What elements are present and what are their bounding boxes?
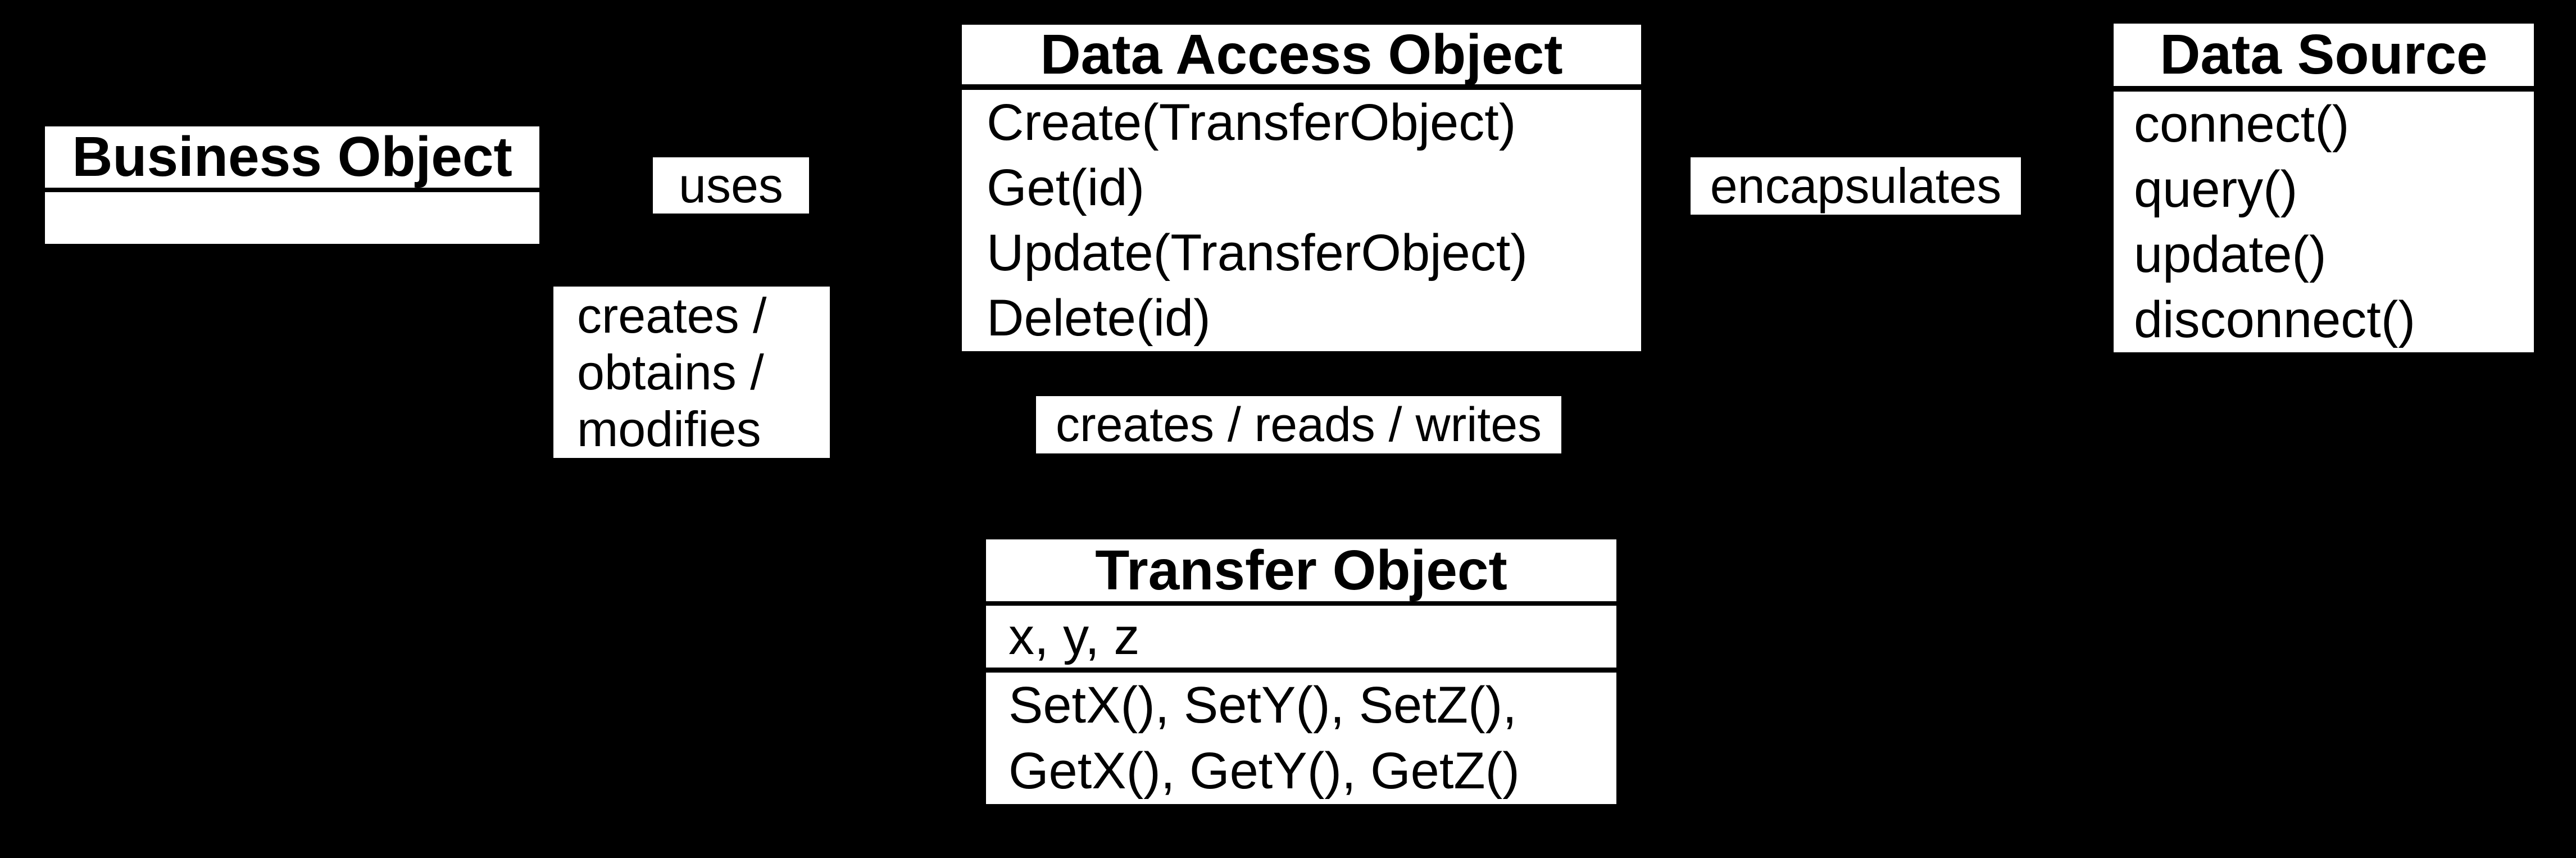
class-methods-compartment: Create(TransferObject) Get(id) Update(Tr…	[962, 90, 1641, 351]
compartment-divider	[2114, 86, 2534, 92]
compartment-divider	[986, 601, 1616, 606]
method-item: Delete(id)	[987, 289, 1211, 347]
class-empty-compartment	[45, 192, 539, 244]
relationship-label-creates-reads-writes: creates / reads / writes	[1036, 396, 1561, 453]
relationship-label-line: creates /	[577, 288, 767, 343]
method-item: connect()	[2134, 96, 2350, 153]
relationship-label-line: obtains /	[577, 344, 764, 400]
method-item: query()	[2134, 161, 2298, 218]
class-title-data-source: Data Source	[2114, 24, 2534, 86]
relationship-label-creates-obtains-modifies: creates / obtains / modifies	[553, 287, 830, 458]
method-item: update()	[2134, 226, 2327, 283]
compartment-divider	[986, 668, 1616, 673]
method-item: GetX(), GetY(), GetZ()	[1008, 742, 1520, 800]
method-item: Create(TransferObject)	[987, 94, 1516, 151]
class-box-transfer-object: Transfer Object x, y, z SetX(), SetY(), …	[986, 539, 1616, 804]
relationship-label-line: modifies	[577, 401, 761, 457]
class-attributes-compartment: x, y, z	[986, 606, 1616, 668]
method-item: Get(id)	[987, 159, 1145, 216]
method-item: Update(TransferObject)	[987, 224, 1528, 282]
class-title-data-access-object: Data Access Object	[962, 25, 1641, 84]
class-box-data-access-object: Data Access Object Create(TransferObject…	[962, 25, 1641, 351]
compartment-divider	[45, 188, 539, 192]
class-box-business-object: Business Object	[45, 126, 539, 244]
class-box-data-source: Data Source connect() query() update() d…	[2114, 24, 2534, 352]
compartment-divider	[962, 84, 1641, 90]
class-title-transfer-object: Transfer Object	[986, 539, 1616, 601]
method-item: SetX(), SetY(), SetZ(),	[1008, 677, 1517, 734]
relationship-label-encapsulates: encapsulates	[1691, 157, 2021, 215]
method-item: disconnect()	[2134, 291, 2416, 348]
class-title-business-object: Business Object	[45, 126, 539, 188]
class-methods-compartment: connect() query() update() disconnect()	[2114, 92, 2534, 352]
relationship-label-uses: uses	[653, 157, 809, 214]
attribute-item: x, y, z	[1008, 608, 1140, 665]
class-methods-compartment: SetX(), SetY(), SetZ(), GetX(), GetY(), …	[986, 673, 1616, 804]
